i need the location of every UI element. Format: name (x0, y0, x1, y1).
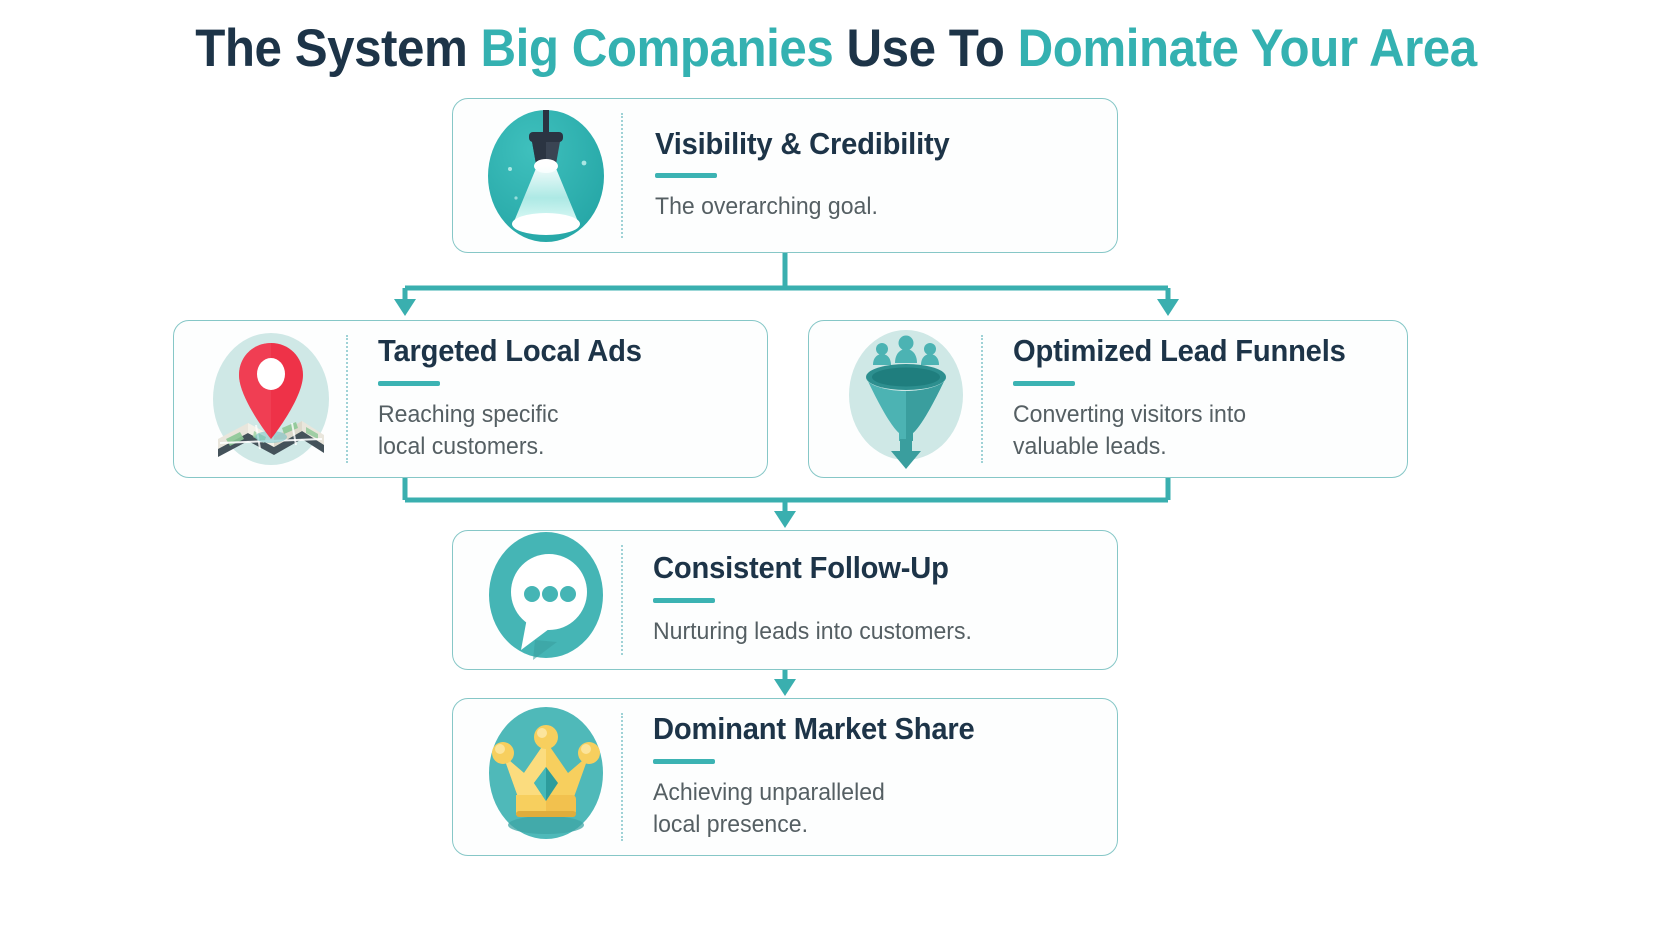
card-title: Optimized Lead Funnels (1013, 333, 1346, 369)
title-segment-1: The System (195, 19, 481, 78)
card-body: Targeted Local Ads Reaching specific loc… (348, 335, 767, 462)
card-body: Optimized Lead Funnels Converting visito… (983, 335, 1407, 462)
title-underline (655, 173, 717, 179)
card-visibility-credibility[interactable]: Visibility & Credibility The overarching… (452, 98, 1118, 253)
crown-icon (471, 703, 621, 851)
spotlight-icon (471, 106, 621, 246)
title-segment-2: Big Companies (480, 19, 834, 78)
arrowhead-dominant (774, 679, 796, 696)
card-description: Nurturing leads into customers. (653, 617, 972, 645)
card-title: Targeted Local Ads (378, 333, 642, 369)
page-title: The System Big Companies Use To Dominate… (59, 18, 1614, 79)
card-description: Achieving unparalleled local presence. (653, 778, 885, 838)
arrowhead-ads (394, 299, 416, 316)
arrowhead-funnel (1157, 299, 1179, 316)
card-targeted-local-ads[interactable]: Targeted Local Ads Reaching specific loc… (173, 320, 768, 478)
card-title: Dominant Market Share (653, 711, 975, 747)
card-divider (621, 545, 623, 655)
title-underline (1013, 380, 1075, 386)
map-pin-icon (196, 327, 346, 472)
arrowhead-followup (774, 511, 796, 528)
title-underline (653, 758, 715, 764)
card-body: Dominant Market Share Achieving unparall… (623, 713, 1117, 840)
card-title: Visibility & Credibility (655, 125, 950, 161)
card-divider (346, 335, 348, 463)
lead-funnel-icon (831, 325, 981, 473)
title-underline (653, 597, 715, 603)
card-dominant-market-share[interactable]: Dominant Market Share Achieving unparall… (452, 698, 1118, 856)
card-divider (981, 335, 983, 463)
card-description: The overarching goal. (655, 193, 878, 221)
card-consistent-follow-up[interactable]: Consistent Follow-Up Nurturing leads int… (452, 530, 1118, 670)
title-segment-3: Use To (833, 19, 1018, 78)
chat-bubble-icon (471, 530, 621, 670)
title-underline (378, 380, 440, 386)
card-description: Converting visitors into valuable leads. (1013, 400, 1247, 460)
card-divider (621, 713, 623, 841)
card-optimized-lead-funnels[interactable]: Optimized Lead Funnels Converting visito… (808, 320, 1408, 478)
card-body: Visibility & Credibility The overarching… (623, 125, 1117, 223)
title-segment-4: Dominate Your Area (1017, 19, 1478, 78)
card-title: Consistent Follow-Up (653, 550, 949, 586)
card-description: Reaching specific local customers. (378, 400, 559, 460)
card-body: Consistent Follow-Up Nurturing leads int… (623, 552, 1117, 647)
card-divider (621, 113, 623, 238)
